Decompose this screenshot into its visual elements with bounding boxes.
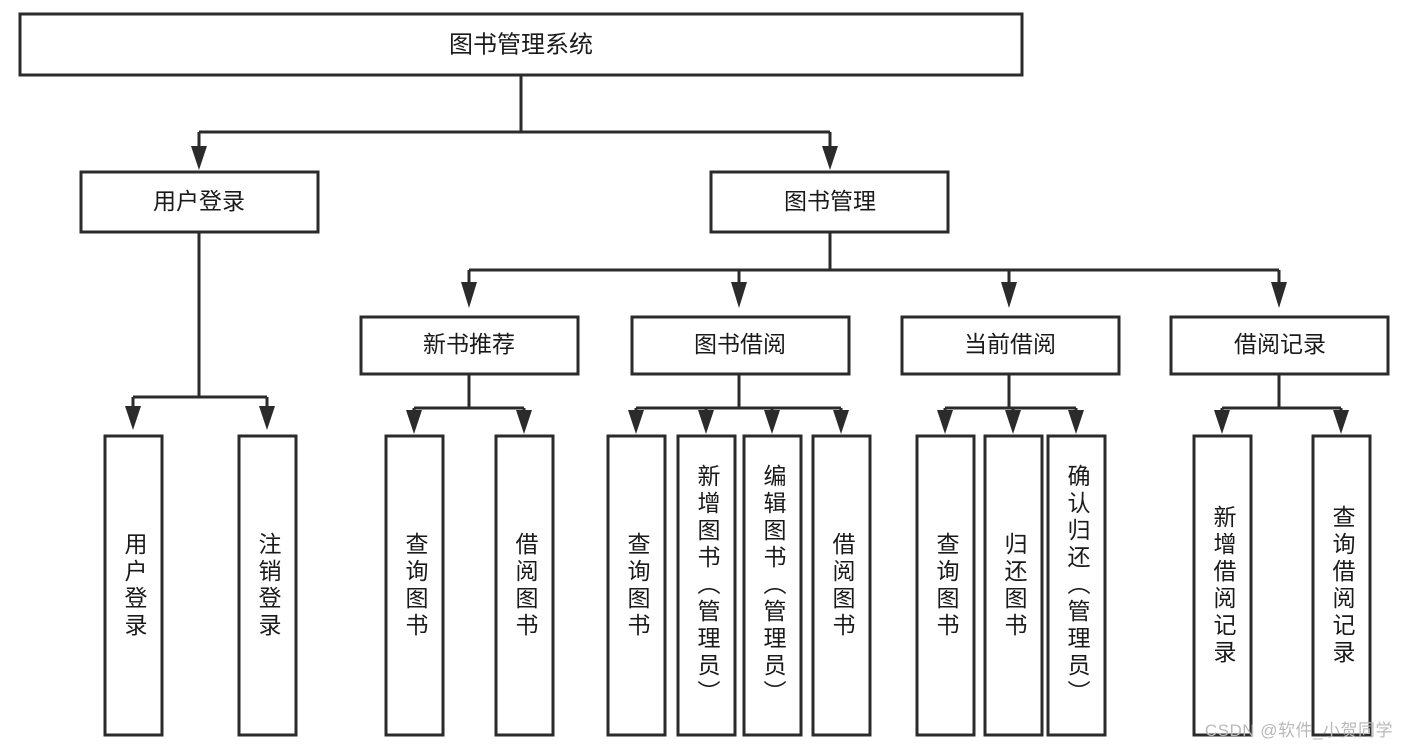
arrow-head-leaf-user-login-1 <box>125 406 141 430</box>
leaf-group-new-book-recommend <box>384 434 555 737</box>
leaf-group-user-login <box>103 434 298 737</box>
leaf-box-new-book-recommend-1[interactable] <box>384 434 445 737</box>
connector-group-userlogin <box>125 232 275 430</box>
arrow-head-book-borrow <box>731 282 747 308</box>
leaf-box-user-login-1[interactable] <box>103 434 164 737</box>
arrow-head-leaf-currentborrow-1 <box>937 410 953 434</box>
leaf-box-current-borrow-2[interactable] <box>983 434 1044 737</box>
node-label-borrow-record: 借阅记录 <box>1234 331 1326 357</box>
node-box-current-borrow[interactable] <box>900 315 1121 376</box>
leaf-box-current-borrow-1[interactable] <box>915 434 976 737</box>
connector-group-book-borrow <box>628 374 849 434</box>
node-label-book-management: 图书管理 <box>784 188 876 214</box>
connector-group-borrow-record <box>1214 374 1349 434</box>
arrow-head-leaf-bookborrow-2 <box>698 410 714 434</box>
node-borrow-record[interactable]: 借阅记录 <box>1169 315 1390 376</box>
leaf-box-new-book-recommend-2[interactable] <box>494 434 555 737</box>
arrow-head-leaf-newbook-1 <box>406 410 422 434</box>
node-label-user-login: 用户登录 <box>153 188 245 214</box>
node-book-management[interactable]: 图书管理 <box>709 170 950 234</box>
arrow-head-userlogin <box>191 146 207 170</box>
node-label-current-borrow: 当前借阅 <box>964 331 1056 357</box>
leaf-group-current-borrow <box>915 434 1107 737</box>
node-current-borrow[interactable]: 当前借阅 <box>900 315 1121 376</box>
arrow-head-leaf-bookborrow-4 <box>833 410 849 434</box>
node-book-borrow[interactable]: 图书借阅 <box>630 315 851 376</box>
arrow-head-leaf-bookborrow-1 <box>628 410 644 434</box>
arrow-head-leaf-currentborrow-2 <box>1005 410 1021 434</box>
arrow-head-leaf-currentborrow-3 <box>1068 410 1084 434</box>
leaf-box-current-borrow-3[interactable] <box>1046 434 1107 737</box>
node-box-book-borrow[interactable] <box>630 315 851 376</box>
leaf-box-book-borrow-4[interactable] <box>811 434 872 737</box>
arrow-head-leaf-user-login-2 <box>259 406 275 430</box>
arrow-head-bookmgmt <box>822 146 838 170</box>
leaf-box-borrow-record-2[interactable] <box>1311 434 1372 737</box>
node-box-new-book-recommend[interactable] <box>359 315 580 376</box>
arrow-head-borrow-record <box>1271 282 1287 308</box>
node-label-new-book-recommend: 新书推荐 <box>423 331 515 357</box>
leaf-box-user-login-2[interactable] <box>237 434 298 737</box>
node-box-book-management[interactable] <box>709 170 950 234</box>
leaf-group-book-borrow <box>606 434 872 737</box>
connector-group-new-book-recommend <box>406 374 532 434</box>
node-new-book-recommend[interactable]: 新书推荐 <box>359 315 580 376</box>
node-user-login[interactable]: 用户登录 <box>79 170 320 234</box>
arrow-head-leaf-borrowrecord-2 <box>1333 410 1349 434</box>
node-box-user-login[interactable] <box>79 170 320 234</box>
connector-group-current-borrow <box>937 374 1084 434</box>
node-label-root: 图书管理系统 <box>449 31 593 58</box>
arrow-head-leaf-newbook-2 <box>516 410 532 434</box>
node-box-root[interactable] <box>18 12 1024 77</box>
connector-group-bookmgmt <box>461 232 1287 308</box>
connector-group-root <box>191 75 838 170</box>
csdn-watermark: CSDN @软件_小贺同学 <box>1204 721 1393 740</box>
arrow-head-leaf-bookborrow-3 <box>764 410 780 434</box>
leaf-box-book-borrow-2[interactable] <box>676 434 737 737</box>
arrow-head-leaf-borrowrecord-1 <box>1214 410 1230 434</box>
leaf-box-book-borrow-3[interactable] <box>742 434 803 737</box>
leaf-box-book-borrow-1[interactable] <box>606 434 667 737</box>
node-label-book-borrow: 图书借阅 <box>694 331 786 357</box>
arrow-head-new-book-recommend <box>461 282 477 308</box>
leaf-group-borrow-record <box>1192 434 1372 737</box>
node-box-borrow-record[interactable] <box>1169 315 1390 376</box>
node-root[interactable]: 图书管理系统 <box>18 12 1024 77</box>
arrow-head-current-borrow <box>1001 282 1017 308</box>
leaf-box-borrow-record-1[interactable] <box>1192 434 1253 737</box>
